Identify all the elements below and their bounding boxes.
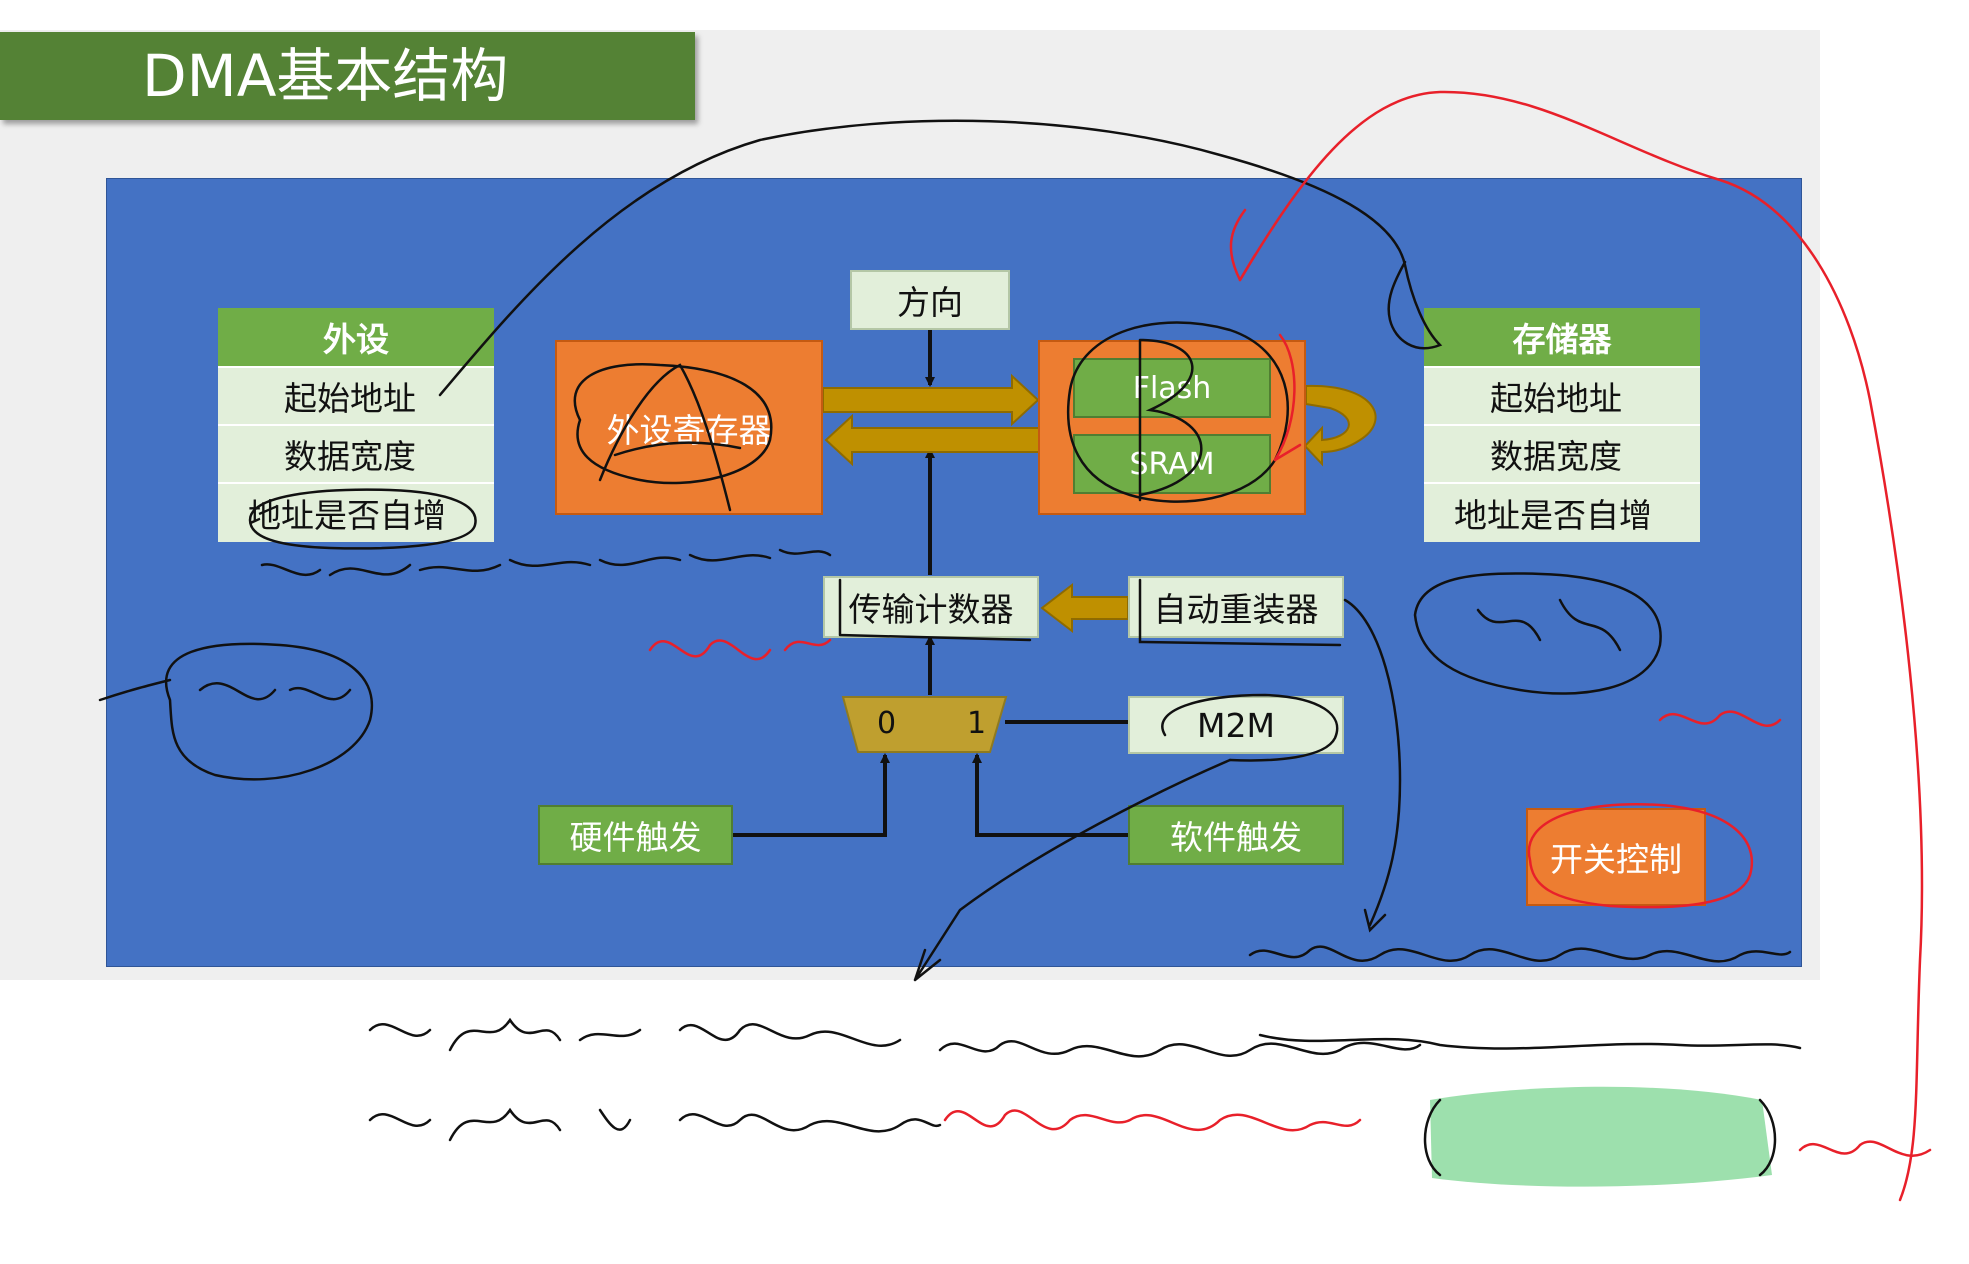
hardware-trigger-box: 硬件触发 [538,805,733,865]
red-ink-note-adc [943,1109,1362,1132]
ink-note-paren [1423,1098,1777,1177]
memory-header: 存储器 [1424,308,1700,366]
bus-arrow-left [824,413,1041,467]
bus-arrow-right [822,373,1040,427]
mux-shape [841,696,1008,753]
ink-reload-to-note [1343,598,1402,933]
flash-box: Flash [1073,358,1271,418]
ink-arc-top [438,119,1443,397]
ink-note-repeat [1248,945,1792,963]
red-ink-arrow-2 [1273,333,1302,462]
ink-letter-a [598,363,742,512]
ink-ellipse-needed [1413,572,1662,695]
red-ink-arrow-1 [1229,208,1257,282]
red-ink-note-multi [1798,1140,1932,1157]
red-ink-note-enable [1658,710,1782,727]
ink-note-needed [1476,598,1622,652]
hardware-trigger-line [733,753,890,837]
red-ink-loop [1238,90,1924,1202]
ink-note-line-3 [368,1107,942,1142]
ink-circle-a [573,363,773,485]
slide-title: DMA基本结构 [142,42,509,110]
ink-m2m-to-note [913,758,1232,982]
transfer-counter-box: 传输计数器 [823,576,1039,638]
peripheral-row-data-width: 数据宽度 [218,424,494,482]
software-trigger-box: 软件触发 [1128,805,1344,865]
ink-note-line-2 [938,1039,1422,1058]
red-ink-circle-switch [1527,803,1754,909]
ink-circle-b [1066,321,1289,503]
peripheral-header: 外设 [218,308,494,366]
ink-box-reload [1138,578,1342,647]
peripheral-row-address-increment: 地址是否自增 [218,482,494,542]
switch-control-box: 开关控制 [1526,808,1706,906]
reload-arrow [1040,582,1129,634]
mux-input-1: 1 [967,706,987,741]
memory-row-data-width: 数据宽度 [1424,424,1700,482]
ink-box-counter [838,578,1032,642]
ink-ellipse-peripheral-inc [248,488,477,550]
ink-ellipse-not-needed [164,642,374,781]
ink-ellipse-m2m [1161,693,1339,762]
red-ink-note-count [648,638,832,661]
m2m-box: M2M [1128,696,1344,754]
peripheral-row-start-address: 起始地址 [218,366,494,424]
ink-note-line-1 [368,1017,902,1052]
ink-note-line [260,548,832,577]
memory-row-address-increment: 地址是否自增 [1424,482,1700,542]
mux-input-0: 0 [877,706,897,741]
memory-row-start-address: 起始地址 [1424,366,1700,424]
direction-box: 方向 [850,270,1010,330]
ink-note-not-needed [98,678,352,702]
ink-letter-b [1138,338,1203,502]
auto-reload-box: 自动重装器 [1128,576,1344,638]
highlighter-mark [1430,1086,1772,1187]
ink-underline-wave [1258,1033,1802,1050]
memory-loop-arrow [1303,384,1377,467]
title-bar [0,32,695,120]
